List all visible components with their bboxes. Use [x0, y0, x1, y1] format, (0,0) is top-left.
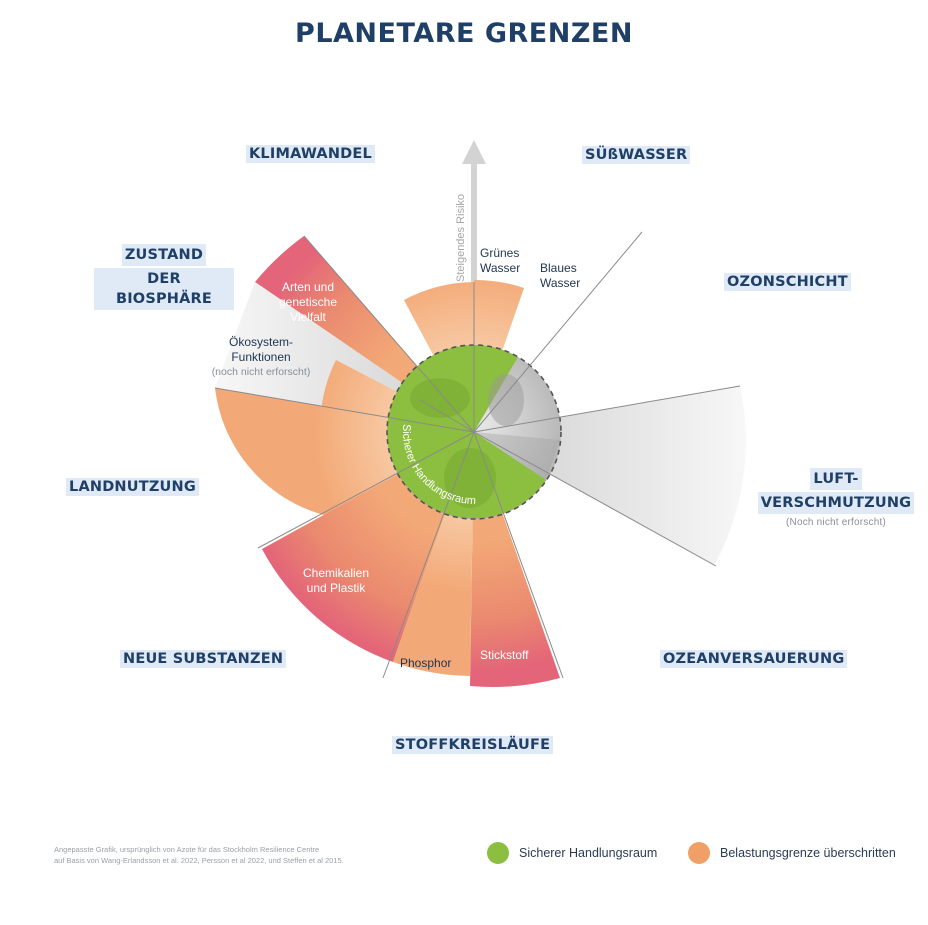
category-biosphaere: ZUSTAND DER BIOSPHÄRE — [94, 244, 234, 312]
source-line1: Angepasste Grafik, ursprünglich von Azot… — [54, 845, 320, 854]
category-ozeanversauerung: OZEANVERSAUERUNG — [660, 649, 848, 669]
category-luft-line2: VERSCHMUTZUNG — [757, 492, 915, 514]
segment-gruenes-wasser-line2: Wasser — [480, 261, 521, 275]
segment-chemikalien: Chemikalien und Plastik — [296, 566, 376, 596]
page-title: PLANETARE GRENZEN — [295, 18, 633, 49]
segment-arten-line2: genetische — [278, 295, 338, 309]
segment-oeko-line2: Funktionen — [231, 350, 291, 364]
legend-exceeded-label: Belastungsgrenze überschritten — [720, 846, 896, 860]
legend-exceeded-swatch — [688, 842, 710, 864]
segment-arten-line3: Vielfalt — [290, 310, 326, 324]
category-biosphaere-line2: DER BIOSPHÄRE — [94, 268, 234, 310]
segment-oeko-note: (noch nicht erforscht) — [211, 366, 311, 378]
segment-chem-line1: Chemikalien — [302, 566, 370, 580]
segment-blaues-wasser-line1: Blaues — [540, 261, 577, 275]
category-suesswasser: SÜßWASSER — [582, 145, 691, 165]
category-biosphaere-line1: ZUSTAND — [121, 244, 207, 266]
segment-arten-vielfalt: Arten und genetische Vielfalt — [270, 280, 346, 325]
legend-exceeded: Belastungsgrenze überschritten — [688, 842, 896, 864]
legend-safe: Sicherer Handlungsraum — [487, 842, 657, 864]
segment-gruenes-wasser-line1: Grünes — [480, 246, 520, 260]
category-klimawandel: KLIMAWANDEL — [246, 144, 375, 164]
category-stoffkreislaeufe: STOFFKREISLÄUFE — [392, 735, 554, 755]
segment-arten-line1: Arten und — [281, 280, 335, 294]
segment-chem-line2: und Plastik — [306, 581, 366, 595]
segment-stickstoff: Stickstoff — [480, 648, 529, 662]
source-line2: auf Basis von Wang-Erlandsson et al. 202… — [54, 856, 344, 865]
segment-blaues-wasser: Blaues Wasser — [540, 261, 580, 291]
legend-safe-label: Sicherer Handlungsraum — [519, 846, 658, 860]
divider-lines — [214, 231, 741, 679]
category-luftverschmutzung: LUFT- VERSCHMUTZUNG (Noch nicht erforsch… — [756, 468, 916, 530]
segment-gruenes-wasser: Grünes Wasser — [480, 246, 520, 276]
segment-blaues-wasser-line2: Wasser — [540, 276, 581, 290]
segment-oekosystem: Ökosystem- Funktionen (noch nicht erfors… — [196, 335, 326, 380]
category-ozonschicht: OZONSCHICHT — [724, 272, 851, 292]
category-luft-line1: LUFT- — [810, 468, 862, 490]
category-landnutzung: LANDNUTZUNG — [66, 477, 199, 497]
category-neue-substanzen: NEUE SUBSTANZEN — [120, 649, 287, 669]
segment-oeko-line1: Ökosystem- — [228, 335, 293, 349]
risk-axis-label: Steigendes Risiko — [455, 194, 467, 282]
category-luft-note: (Noch nicht erforscht) — [786, 517, 886, 528]
source-note: Angepasste Grafik, ursprünglich von Azot… — [54, 844, 344, 866]
legend-safe-swatch — [487, 842, 509, 864]
segment-phosphor: Phosphor — [400, 656, 452, 670]
